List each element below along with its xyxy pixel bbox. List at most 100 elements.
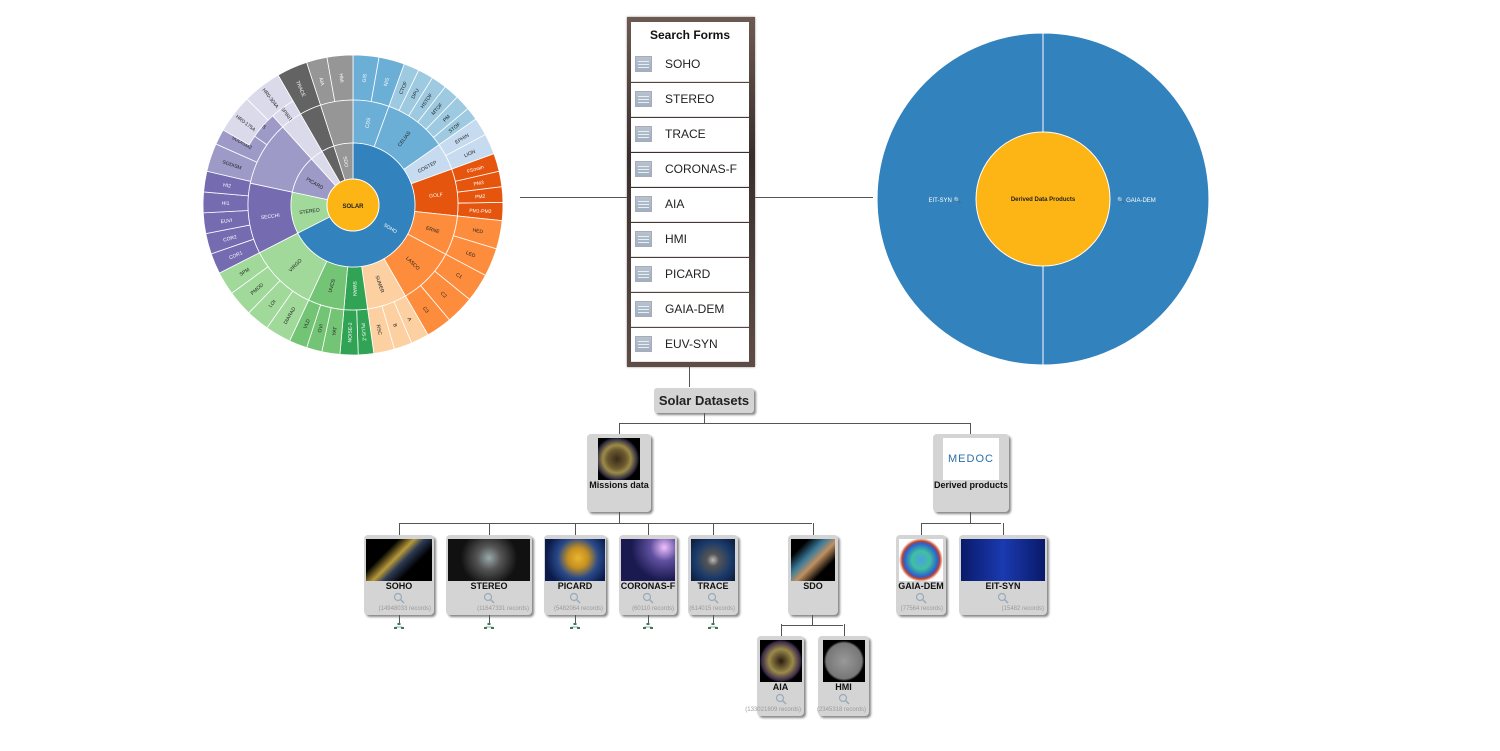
search-icon[interactable] (915, 592, 927, 604)
stereo-node[interactable]: STEREO (11647331 records) (446, 535, 532, 615)
search-forms-title: Search Forms (631, 22, 749, 49)
soho-node[interactable]: SOHO (14948033 records) (364, 535, 434, 615)
hmi-image (822, 640, 865, 682)
eit-syn-node[interactable]: EIT-SYN (15482 records) (959, 535, 1047, 615)
derived-products-sunburst-chart[interactable]: Derived Data Products EIT-SYN 🔍 🔍 GAIA-D… (876, 33, 1210, 367)
sunburst-label: OVI (317, 323, 325, 333)
record-count: (133021809 records) (745, 707, 801, 713)
search-form-label: PICARD (665, 267, 711, 281)
sunburst-label: PM1-PM2 (469, 208, 492, 215)
sunburst-label: COR2 (223, 234, 238, 243)
search-icon[interactable] (393, 592, 405, 604)
form-icon (635, 196, 652, 212)
search-icon[interactable] (569, 592, 581, 604)
stereo-image (448, 539, 530, 581)
sunburst-label: RSC (374, 324, 382, 336)
sunburst-center-label: SOLAR (343, 204, 365, 210)
sun-image (598, 438, 640, 480)
sunburst-label: STEREO (299, 207, 320, 216)
sdo-image (791, 539, 835, 581)
record-count: (14948033 records) (378, 606, 431, 612)
record-count: (2345318 records) (816, 707, 866, 713)
search-icon[interactable] (707, 592, 719, 604)
gaia-dem-image (899, 539, 943, 581)
record-count: (60110 records) (632, 606, 674, 612)
aia-image (759, 640, 802, 682)
sunburst-label: ERNE (425, 225, 441, 235)
picard-node[interactable]: PICARD (5482064 records) (544, 535, 606, 615)
record-count: (15482 records) (1001, 606, 1044, 612)
picard-image (545, 539, 605, 581)
form-icon (635, 161, 652, 177)
sunburst-segment-eit-syn[interactable] (876, 33, 1044, 366)
connector-line (520, 197, 627, 198)
sunburst-label: C1 (454, 272, 463, 281)
sdo-node[interactable]: SDO (788, 535, 838, 615)
gaia-dem-label[interactable]: 🔍 GAIA-DEM (1117, 196, 1156, 204)
soho-image (366, 539, 432, 581)
record-count: (5482064 records) (553, 606, 603, 612)
sunburst-label: C3 (421, 306, 430, 315)
sunburst-label: LED (465, 250, 477, 259)
sunburst-segment-gaia-dem[interactable] (1042, 33, 1210, 366)
sunburst-label: PM (442, 114, 452, 124)
form-icon (635, 266, 652, 282)
sunburst-label: SECCHI (261, 213, 281, 221)
search-icon[interactable] (838, 693, 850, 705)
search-form-gaia-dem[interactable]: GAIA-DEM (631, 293, 749, 327)
record-count: (77564 records) (900, 606, 943, 612)
search-icon[interactable] (483, 592, 495, 604)
sunburst-center[interactable] (975, 131, 1111, 267)
sunburst-label: HMI (338, 73, 345, 83)
search-form-hmi[interactable]: HMI (631, 223, 749, 257)
missions-data-node[interactable]: Missions data (587, 434, 651, 512)
search-icon[interactable] (997, 592, 1009, 604)
search-form-stereo[interactable]: STEREO (631, 83, 749, 117)
connector-line (689, 367, 690, 387)
eit-syn-image (961, 539, 1045, 581)
solar-datasets-root[interactable]: Solar Datasets (654, 388, 754, 413)
aia-node[interactable]: AIA (133021809 records) (745, 636, 804, 716)
search-form-euv-syn[interactable]: EUV-SYN (631, 328, 749, 362)
sunburst-label: GIS (362, 73, 369, 83)
form-icon (635, 231, 652, 247)
sunburst-label: FSmain (466, 164, 484, 175)
search-icon[interactable] (775, 693, 787, 705)
sunburst-label: PLUS-Z (359, 323, 367, 341)
sunburst-label: HI2 (223, 182, 232, 189)
trace-node[interactable]: TRACE (614015 records) (688, 535, 738, 615)
sunburst-center[interactable] (326, 178, 380, 232)
search-form-aia[interactable]: AIA (631, 188, 749, 222)
search-form-soho[interactable]: SOHO (631, 48, 749, 82)
coronas-f-node[interactable]: CORONAS-F (60110 records) (619, 535, 677, 615)
search-form-picard[interactable]: PICARD (631, 258, 749, 292)
sunburst-segment-hr0-304a[interactable] (246, 74, 294, 121)
derived-products-node[interactable]: MEDOC Derived products (933, 434, 1009, 512)
search-form-coronas-f[interactable]: CORONAS-F (631, 153, 749, 187)
form-icon (635, 336, 652, 352)
sunburst-label: SWAN (351, 281, 357, 296)
search-form-label: STEREO (665, 92, 715, 106)
sunburst-label: SDO (341, 156, 349, 168)
medoc-logo: MEDOC (943, 438, 999, 480)
search-form-trace[interactable]: TRACE (631, 118, 749, 152)
eit-syn-label[interactable]: EIT-SYN 🔍 (929, 196, 962, 204)
record-count: (614015 records) (689, 606, 735, 612)
sunburst-label: VLD (303, 318, 312, 330)
search-form-label: CORONAS-F (665, 162, 737, 176)
search-forms-panel: Search Forms SOHO STEREO TRACE CORONAS-F AIA… (627, 17, 755, 367)
gaia-dem-node[interactable]: GAIA-DEM (77564 records) (896, 535, 946, 615)
sunburst-label: NOISE-2 (347, 322, 354, 342)
sunburst-label: LION (463, 149, 476, 159)
form-icon (635, 126, 652, 142)
sunburst-label: CTOF (398, 81, 409, 96)
hmi-node[interactable]: HMI (2345318 records) (816, 636, 869, 716)
sunburst-label: B (391, 323, 398, 329)
sunburst-label: AIA (317, 77, 325, 87)
sunburst-label: EUVI (220, 218, 232, 225)
search-icon[interactable] (642, 592, 654, 604)
search-form-label: SOHO (665, 57, 701, 71)
